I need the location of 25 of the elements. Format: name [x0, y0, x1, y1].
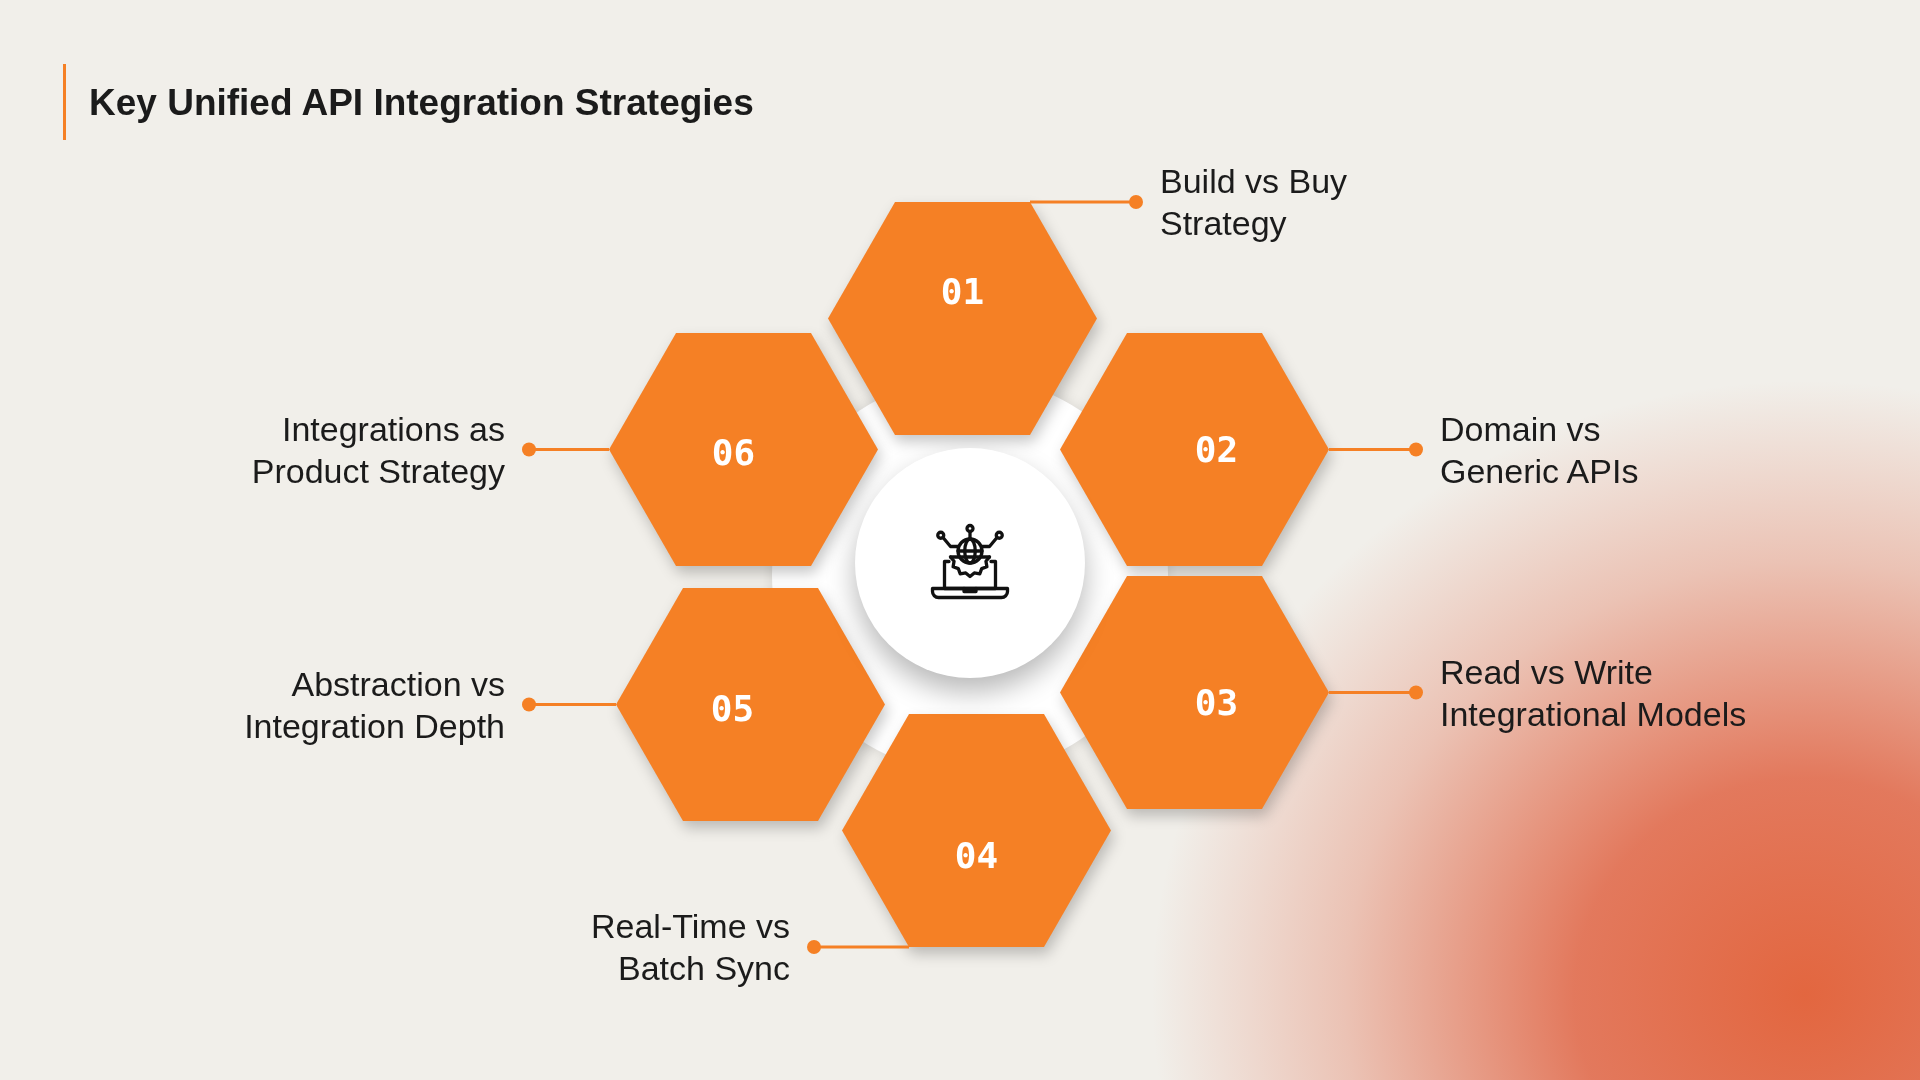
leader-line	[1030, 195, 1143, 209]
hexagon	[828, 202, 1097, 435]
strategy-label: Build vs Buy Strategy	[1160, 160, 1350, 244]
step-number: 02	[1194, 429, 1239, 470]
strategy-label: Real-Time vs Batch Sync	[589, 905, 790, 989]
leader-line	[522, 697, 616, 712]
step-number: 06	[711, 432, 756, 473]
hexagon	[1060, 333, 1329, 566]
step-number: 01	[940, 271, 985, 312]
strategy-label: Domain vs Generic APIs	[1440, 407, 1641, 492]
hexagon	[842, 714, 1111, 947]
step-number: 05	[710, 688, 755, 729]
step-number: 03	[1194, 682, 1239, 723]
strategy-label: Abstraction vs Integration Depth	[242, 662, 505, 747]
strategy-label: Read vs Write Integrational Models	[1440, 650, 1749, 735]
hexagon	[616, 588, 885, 821]
step-number: 04	[954, 835, 999, 876]
title: Key Unified API Integration Strategies	[89, 81, 754, 125]
leader-line	[1329, 442, 1423, 457]
leader-line	[807, 940, 909, 954]
hexagon	[609, 333, 878, 566]
leader-line	[1329, 685, 1423, 700]
strategy-label: Integrations as Product Strategy	[249, 407, 505, 492]
hexagon	[1060, 576, 1329, 809]
leader-line	[522, 442, 609, 457]
